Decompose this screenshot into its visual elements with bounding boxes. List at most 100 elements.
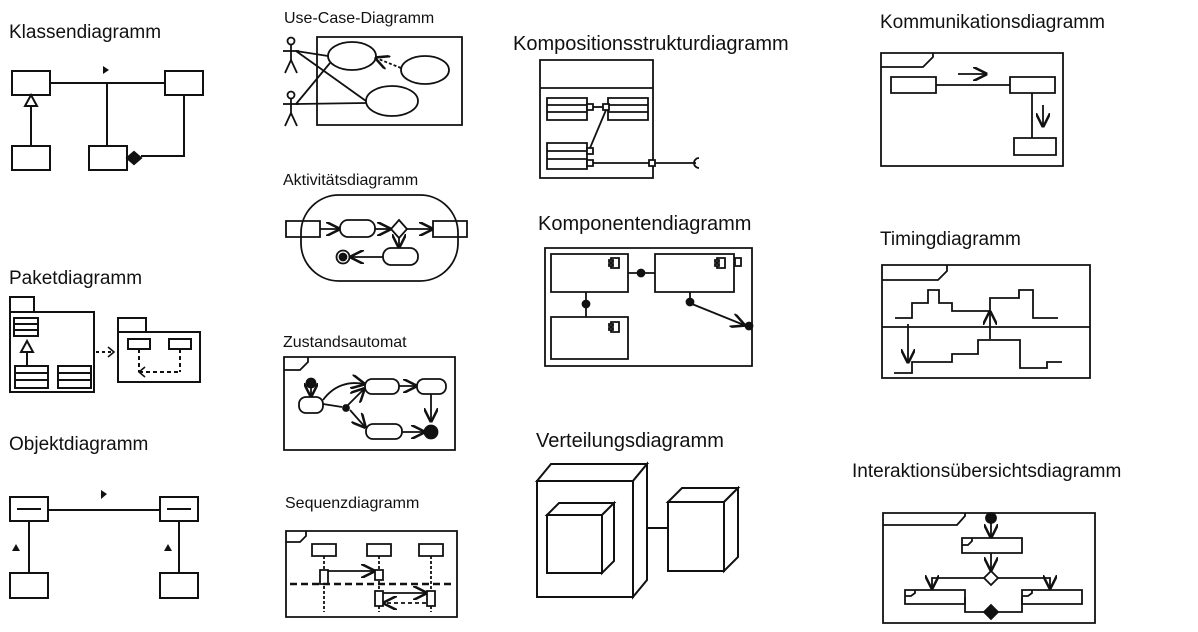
title-aktivitaetsdiagramm: Aktivitätsdiagramm [283,172,419,189]
component-frame [545,248,752,366]
interaction-ref [962,538,1022,553]
decision-node [391,220,407,238]
title-klassendiagramm: Klassendiagramm [9,22,162,43]
interaction-frame [881,53,1063,166]
lifeline-box [1014,138,1056,155]
class-box [128,339,150,349]
title-zustandsautomat: Zustandsautomat [283,334,407,351]
use-case-drawing [283,37,462,126]
part-box [547,98,587,120]
title-komponentendiagramm: Komponentendiagramm [538,213,752,235]
lifeline-head [367,544,391,556]
state-node [366,424,402,439]
state-line-lower [894,340,1062,373]
lifeline-box [1010,77,1055,93]
port [649,160,655,166]
state-node [365,379,399,394]
aktivitaetsdiagramm-drawing [286,195,467,281]
interaction-ref [1022,590,1082,604]
lifeline-head [419,544,443,556]
title-objektdiagramm: Objektdiagramm [9,434,149,455]
title-use-case-diagramm: Use-Case-Diagramm [284,10,435,27]
port [587,160,593,166]
title-kompositionsstrukturdiagramm: Kompositionsstrukturdiagramm [513,33,789,55]
komponentendiagramm-drawing [545,248,753,366]
interface-ball [638,270,645,277]
timingdiagramm-drawing [882,265,1090,378]
title-timingdiagramm: Timingdiagramm [880,229,1021,250]
class-box [169,339,191,349]
state-node [417,379,446,394]
class-box [89,146,127,170]
state-node [299,397,323,413]
paketdiagramm-drawing [10,297,200,392]
initial-node [986,513,996,523]
port [587,148,593,154]
merge-node [984,605,998,619]
title-paketdiagramm: Paketdiagramm [9,268,143,289]
initial-state [307,379,316,388]
package-body [10,312,94,392]
generalization-triangle [25,95,37,106]
class-box [14,318,38,336]
objektdiagramm-drawing [10,490,198,598]
title-sequenzdiagramm: Sequenzdiagramm [285,495,420,512]
junction [343,405,349,411]
final-state [425,426,438,439]
use-case-ellipse [328,42,376,70]
interface-ball [583,301,590,308]
timing-frame [882,265,1090,378]
zustandsautomat-drawing [284,357,455,450]
component-box [551,254,628,292]
interaktionsuebersichtsdiagramm-drawing [883,513,1095,623]
action-node [383,248,418,265]
use-case-ellipse [366,86,418,116]
port [587,104,593,110]
part-box [608,98,648,120]
node-front [668,502,724,571]
interaction-ref [905,590,965,604]
package-tab [10,297,34,312]
object-box [10,573,48,598]
package-tab [118,318,146,332]
actor-head [288,92,295,99]
decision-node [984,571,998,585]
composition-diamond [127,152,141,164]
kompositionsstrukturdiagramm-drawing [540,60,699,178]
klassendiagramm-drawing [12,66,203,170]
title-verteilungsdiagramm: Verteilungsdiagramm [536,430,724,452]
node-side [724,488,738,571]
state-machine-frame [284,357,455,450]
lifeline-head [312,544,336,556]
class-box [12,71,50,95]
verteilungsdiagramm-drawing [537,464,738,597]
sequenzdiagramm-drawing [286,531,457,617]
class-box [165,71,203,95]
composition-line [141,95,184,156]
artifact-box [547,515,602,573]
title-interaktionsuebersichtsdiagramm: Interaktionsübersichtsdiagramm [852,461,1122,482]
direction-arrowhead [103,66,109,74]
use-case-ellipse [401,56,449,84]
interface-ball [687,299,694,306]
structured-classifier [540,60,653,178]
actor-head [288,38,295,45]
component-box [655,254,734,292]
class-box [58,366,91,388]
class-box [12,146,50,170]
output-pin-box [433,221,467,237]
title-kommunikationsdiagramm: Kommunikationsdiagramm [880,12,1105,33]
node-side [633,464,647,597]
package-body [118,332,200,382]
part-box [547,143,587,169]
class-box [15,366,48,388]
system-boundary [317,37,462,125]
node-top [537,464,647,481]
action-node [340,220,375,237]
object-box [160,573,198,598]
component-box [551,317,628,359]
activity-frame [301,195,458,281]
required-interface [694,158,699,168]
kommunikationsdiagramm-drawing [881,53,1063,166]
lifeline-box [891,77,936,93]
